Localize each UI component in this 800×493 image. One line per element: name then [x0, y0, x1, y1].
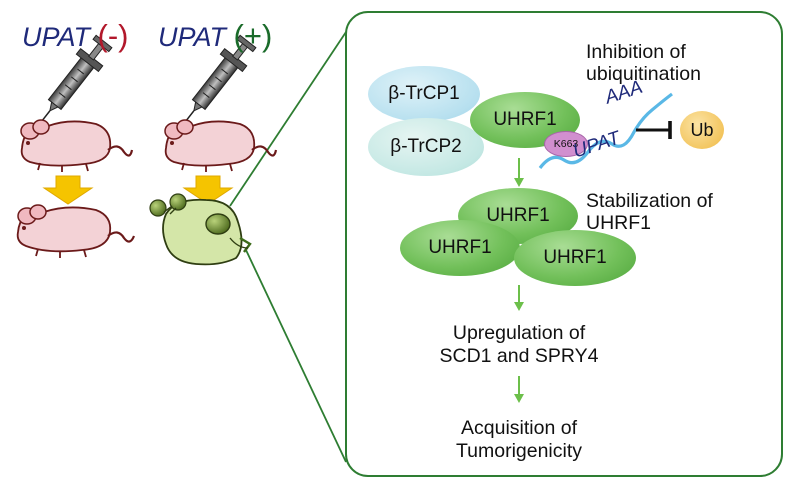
uhrf1-protein-c: UHRF1 [514, 230, 636, 286]
treated-sign: (+) [233, 18, 273, 53]
ubiquitin: Ub [680, 111, 724, 149]
acquisition-step: Acquisition of Tumorigenicity [400, 417, 638, 463]
flow-arrow-1 [514, 158, 524, 187]
inhibition-line1: Inhibition of [586, 41, 686, 63]
syringe-icon [183, 34, 257, 124]
flow-arrow-2 [514, 285, 524, 311]
mouse-icon [20, 119, 134, 172]
upregulation-step: Upregulation of SCD1 and SPRY4 [400, 322, 638, 368]
ub-label: Ub [690, 119, 714, 140]
stabilization-text: Stabilization of UHRF1 [586, 190, 713, 234]
uhrf1-b-label: UHRF1 [428, 237, 492, 258]
acquisition-line2: Tumorigenicity [455, 440, 583, 462]
upregulation-line2: SCD1 and SPRY4 [439, 345, 599, 367]
control-label-text: UPAT [22, 22, 91, 52]
inhibition-text: Inhibition of ubiquitination [586, 41, 701, 85]
syringe-icon [39, 34, 113, 124]
down-arrow-icon [182, 175, 234, 205]
control-label: UPAT (-) [22, 18, 129, 54]
stabilization-line1: Stabilization of [586, 190, 713, 212]
btrcp2-protein: β-TrCP2 [368, 118, 484, 176]
uhrf1-protein-b: UHRF1 [400, 220, 520, 276]
k663-site: K663 [544, 131, 588, 157]
flow-arrow-3 [514, 376, 524, 403]
treated-label: UPAT (+) [158, 18, 272, 54]
upregulation-line1: Upregulation of [452, 322, 586, 344]
mouse-icon [164, 119, 278, 172]
uhrf1-a-label: UHRF1 [486, 205, 550, 226]
zoom-line-top [229, 31, 347, 207]
tumor-mouse-icon [149, 193, 252, 266]
mouse-icon [16, 204, 136, 258]
btrcp2-label: β-TrCP2 [390, 136, 462, 157]
inhibition-line2: ubiquitination [586, 63, 701, 85]
down-arrow-icon [42, 175, 94, 205]
zoom-line-bottom [245, 249, 347, 463]
k663-label: K663 [553, 138, 579, 150]
upat-rna-strand [538, 92, 673, 169]
treated-label-text: UPAT [158, 22, 227, 52]
btrcp1-protein: β-TrCP1 [368, 66, 480, 122]
btrcp1-label: β-TrCP1 [388, 83, 460, 104]
control-sign: (-) [97, 18, 129, 53]
uhrf1-top-label: UHRF1 [493, 109, 557, 130]
stabilization-line2: UHRF1 [586, 212, 652, 234]
acquisition-line1: Acquisition of [461, 417, 577, 439]
uhrf1-c-label: UHRF1 [543, 247, 607, 268]
